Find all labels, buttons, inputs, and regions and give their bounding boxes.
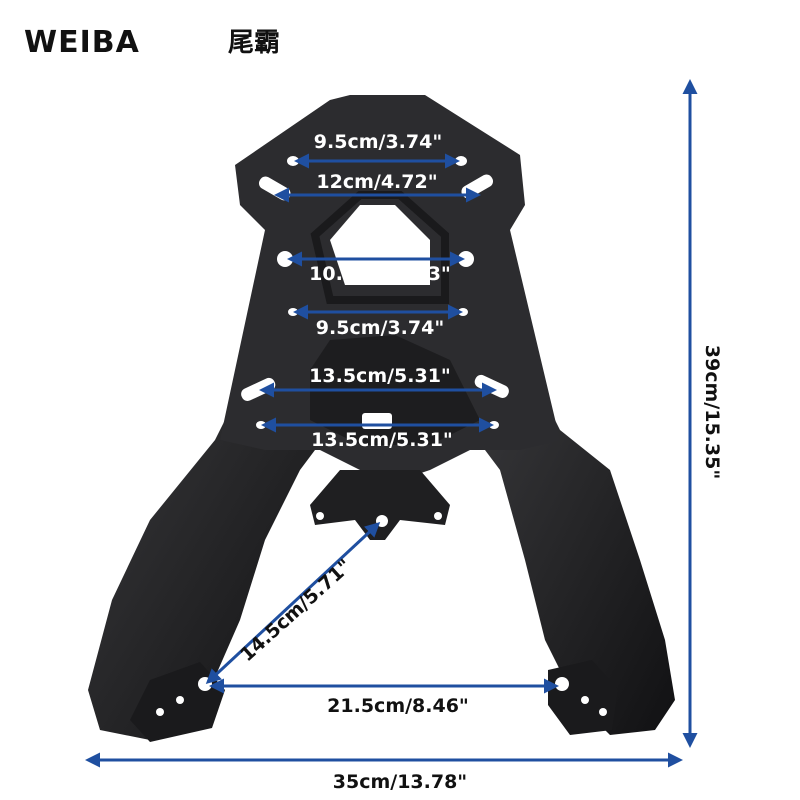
brand-name: WEIBA (24, 25, 140, 60)
label-top-holes: 9.5cm/3.74" (314, 131, 442, 153)
label-total-width: 35cm/13.78" (333, 771, 467, 793)
label-foot-span: 21.5cm/8.46" (327, 695, 469, 717)
label-lower-holes: 9.5cm/3.74" (316, 317, 444, 339)
brand-logo: WEIBA 尾霸 (24, 25, 280, 60)
label-upper-slots: 12cm/4.72" (316, 171, 437, 193)
rack-bottom-bracket (310, 470, 450, 540)
dimension-arrows (85, 79, 698, 768)
label-center-holes: 10.5cm/4.13" (309, 263, 451, 285)
arrow-diagonal (205, 521, 381, 685)
label-bottom-holes: 13.5cm/5.31" (311, 429, 453, 451)
brand-name-chinese: 尾霸 (228, 28, 280, 58)
rack-small-slot (362, 413, 392, 429)
label-lower-slots: 13.5cm/5.31" (309, 365, 451, 387)
label-total-height: 39cm/15.35" (701, 345, 723, 479)
